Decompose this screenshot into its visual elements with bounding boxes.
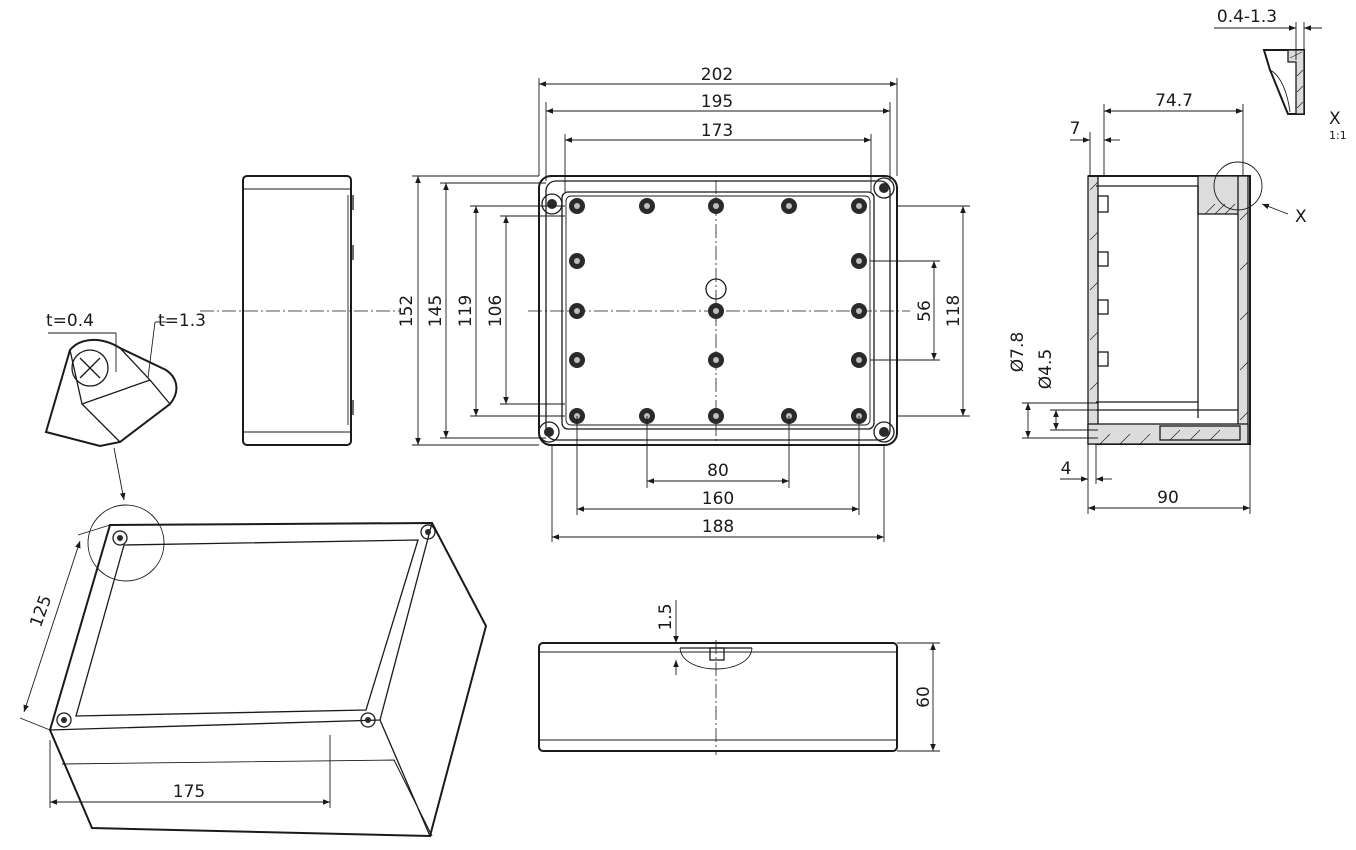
dim-106: 106 xyxy=(486,295,506,327)
corner-screw-tl xyxy=(541,193,563,215)
corner-screw-bl xyxy=(538,421,560,443)
thickness-t2: t=1.3 xyxy=(158,311,206,331)
detail-marker-x: X xyxy=(1295,207,1307,227)
front-view: 1.5 60 xyxy=(538,600,940,755)
corner-screw-tr xyxy=(873,177,895,199)
detail-x: 0.4-1.3 X 1:1 xyxy=(1214,7,1347,142)
corner-screw xyxy=(71,349,109,387)
detail-label-x: X xyxy=(1329,109,1341,129)
dim-195: 195 xyxy=(701,92,733,112)
dim-80: 80 xyxy=(707,461,729,481)
dim-118: 118 xyxy=(944,295,964,327)
dim-119: 119 xyxy=(456,295,476,327)
detail-thickness: 0.4-1.3 xyxy=(1217,7,1277,27)
detail-circle xyxy=(87,504,165,582)
dim-1-5: 1.5 xyxy=(656,603,676,630)
dim-56: 56 xyxy=(915,300,935,322)
dim-175: 175 xyxy=(173,782,205,802)
dim-60: 60 xyxy=(914,686,934,708)
dim-152: 152 xyxy=(397,295,417,327)
top-view: 202 195 173 152 145 119 106 56 118 80 16… xyxy=(397,65,970,542)
dim-7: 7 xyxy=(1070,119,1081,139)
dim-dia-7-8: Ø7.8 xyxy=(1008,332,1028,372)
dim-188: 188 xyxy=(702,517,734,537)
isometric-view: 125 175 xyxy=(19,504,488,838)
dim-202: 202 xyxy=(701,65,733,85)
corner-detail: t=0.4 t=1.3 xyxy=(44,311,206,501)
detail-scale: 1:1 xyxy=(1329,129,1347,142)
thickness-t1: t=0.4 xyxy=(46,311,94,331)
side-view xyxy=(200,175,400,446)
dim-4: 4 xyxy=(1061,459,1072,479)
section-view: X 74.7 7 Ø7.8 Ø4.5 4 90 xyxy=(1008,91,1307,514)
dim-125: 125 xyxy=(26,593,56,630)
center-hole xyxy=(705,278,727,300)
dim-90: 90 xyxy=(1157,488,1179,508)
corner-screw-br xyxy=(873,421,895,443)
dim-74-7: 74.7 xyxy=(1155,91,1193,111)
dim-dia-4-5: Ø4.5 xyxy=(1036,349,1056,389)
dim-145: 145 xyxy=(426,295,446,327)
dim-173: 173 xyxy=(701,121,733,141)
dim-160: 160 xyxy=(702,489,734,509)
